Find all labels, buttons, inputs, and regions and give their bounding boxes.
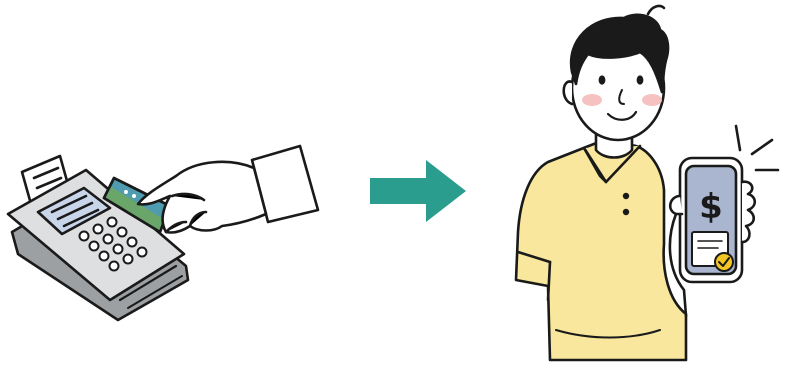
hand-icon xyxy=(136,144,320,234)
card-terminal-icon xyxy=(6,154,190,322)
keypad xyxy=(78,216,148,272)
arrow-right-icon xyxy=(370,160,466,222)
person-icon xyxy=(514,4,688,362)
check-badge-icon xyxy=(714,252,734,272)
dollar-symbol: $ xyxy=(699,187,723,227)
smartphone-icon: $ xyxy=(668,124,780,318)
